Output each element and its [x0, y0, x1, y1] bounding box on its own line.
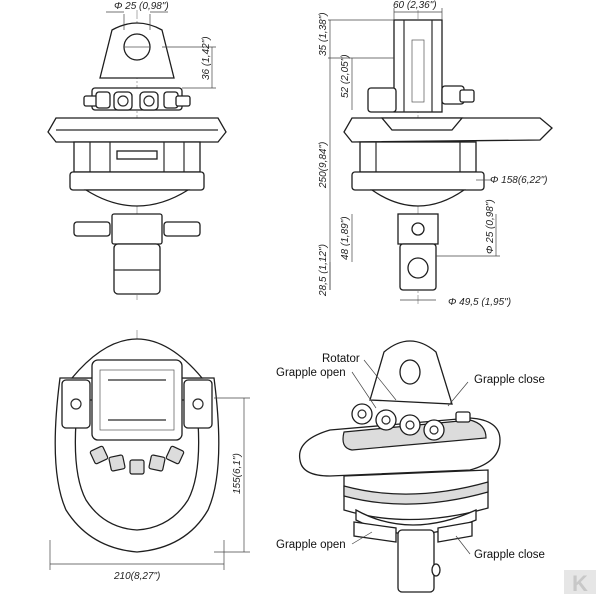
dim-mount-height: 52 (2,05") [340, 54, 351, 98]
hydraulic-fitting-group-top [83, 91, 191, 111]
side-view: 60 (2,36") 35 (1,38") 52 (2,05") 250(9,8… [318, 0, 553, 308]
brand-logo: K [564, 570, 596, 596]
top-view: 155(6,1") 210(8,27") [49, 330, 250, 582]
hydraulic-fitting-group-iso [351, 403, 471, 441]
dim-pin-diameter: Φ 25 (0,98") [114, 1, 169, 12]
label-grapple-open-bottom: Grapple open [276, 539, 346, 551]
dim-body-diameter: Φ 158(6,22") [490, 175, 548, 186]
label-grapple-close-bottom: Grapple close [474, 549, 545, 561]
dim-shaft-diameter: Φ 25 (0,98") [485, 199, 496, 254]
front-view: Φ 25 (0,98") 36 (1,42") [47, 1, 227, 300]
label-grapple-open-top: Grapple open [276, 367, 346, 379]
dim-shaft-end: 28,5 (1,12") [318, 244, 329, 297]
brand-logo-letter: K [572, 571, 588, 596]
dim-bottom-diameter: Φ 49,5 (1,95") [448, 297, 511, 308]
dim-bow-height: 155(6,1") [232, 453, 243, 494]
dim-top-height: 35 (1,38") [318, 12, 329, 56]
isometric-view: Rotator Grapple open Grapple close Grapp… [276, 340, 545, 593]
dim-shaft-length: 48 (1,89") [340, 216, 351, 260]
label-grapple-close-top: Grapple close [474, 374, 545, 386]
dim-width-total: 210(8,27") [113, 571, 160, 582]
dim-overall-height: 250(9,84") [318, 142, 329, 189]
dim-eye-height: 36 (1,42") [201, 36, 212, 80]
dim-top-width: 60 (2,36") [393, 0, 437, 11]
label-rotator: Rotator [322, 353, 360, 365]
hydraulic-fitting-group-top-view [89, 445, 185, 475]
